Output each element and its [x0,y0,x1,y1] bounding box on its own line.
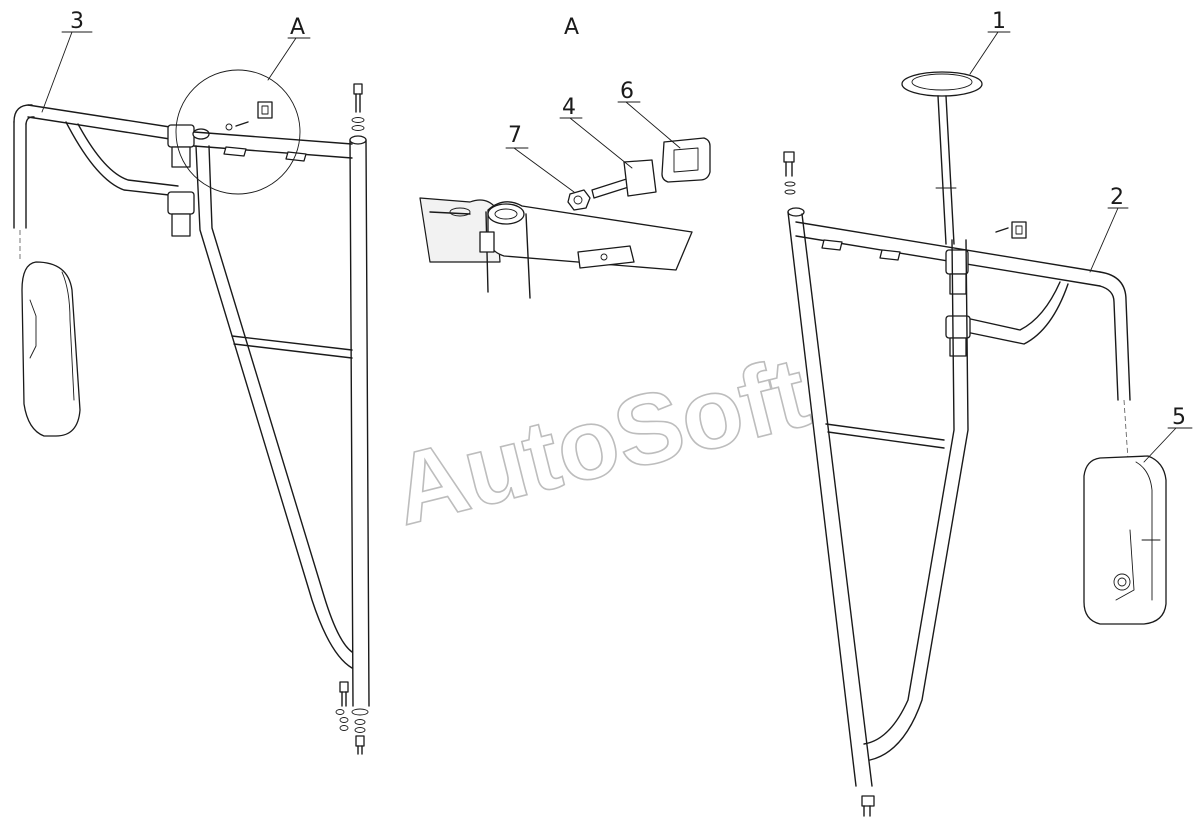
callout-6: 6 [620,79,634,104]
callout-7: 7 [508,123,522,148]
view-label: A [564,15,579,40]
detail-view-a [419,137,711,299]
watermark: AutoSoft [382,335,820,547]
callout-detail-ref: A [290,15,305,40]
callout-1: 1 [992,9,1006,34]
callouts: 3 A A 6 4 7 1 2 5 [41,9,1193,463]
right-mirror-bracket [783,71,1167,817]
left-mirror-bracket [13,69,370,755]
watermark-text: AutoSoft [382,336,819,547]
callout-3: 3 [70,9,84,34]
callout-5: 5 [1172,405,1186,430]
callout-4: 4 [562,95,576,120]
callout-2: 2 [1110,185,1124,210]
